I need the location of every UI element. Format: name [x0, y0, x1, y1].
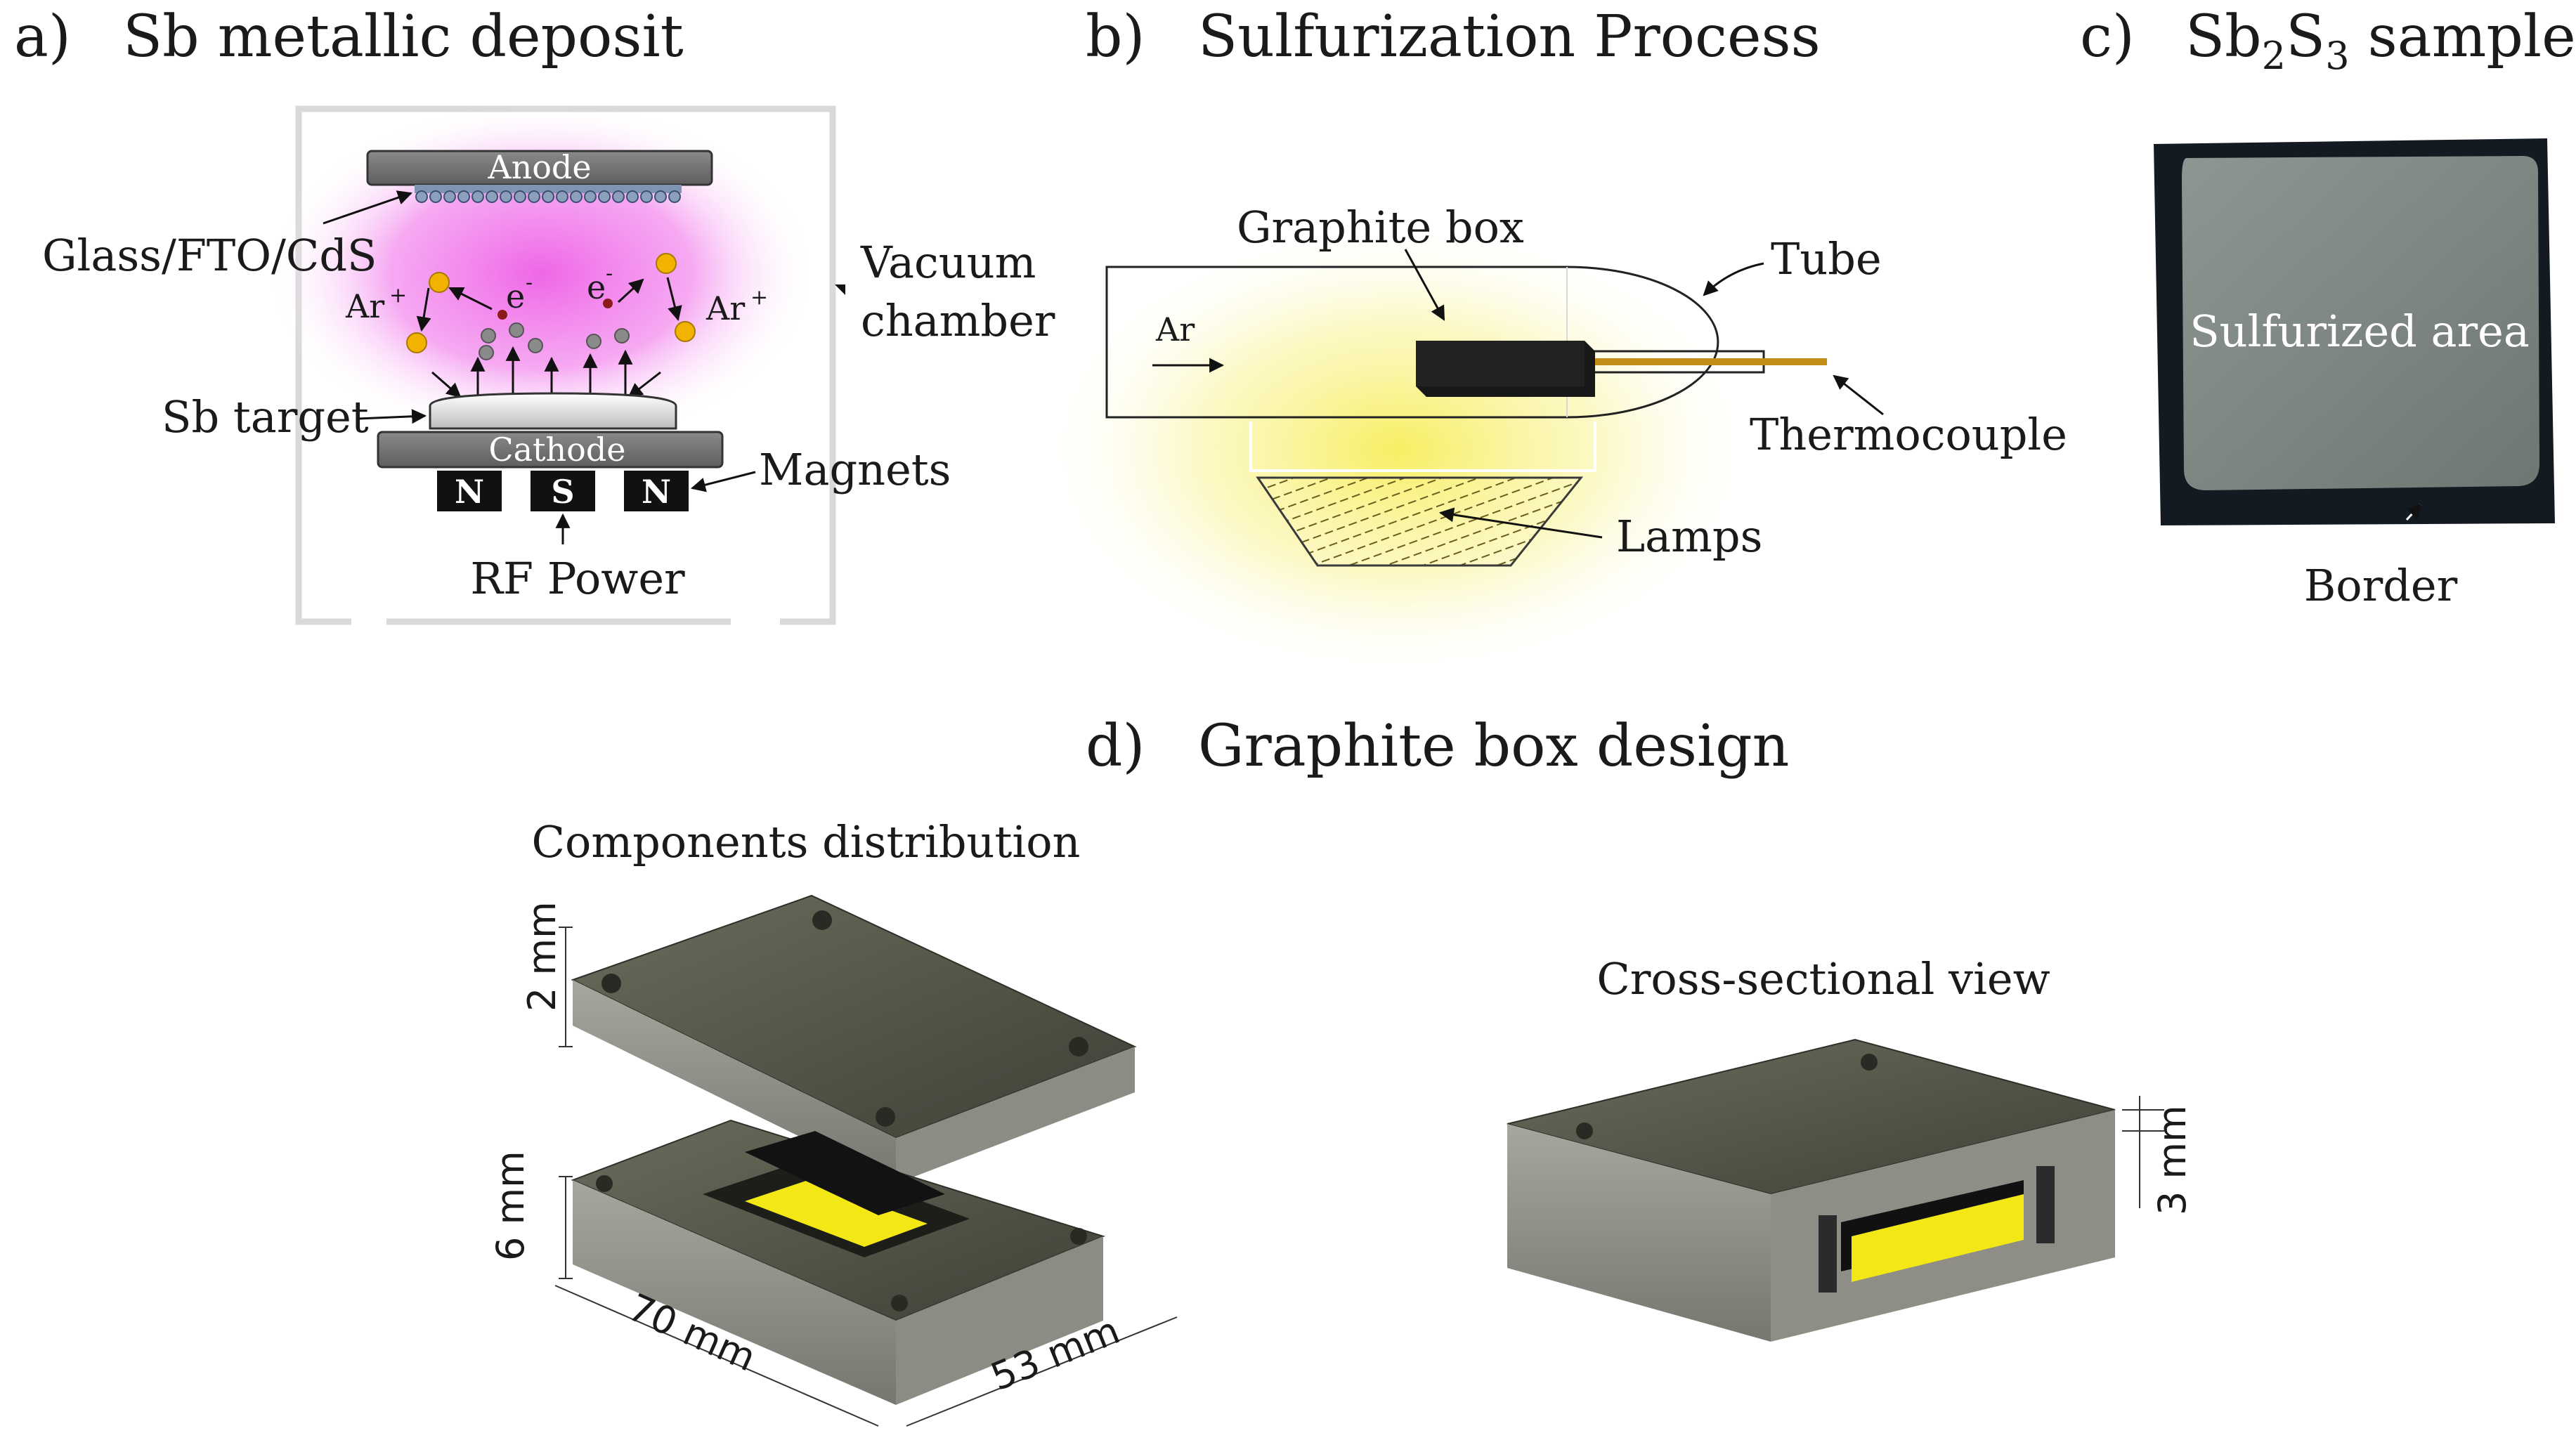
components-label: Components distribution: [532, 816, 1081, 868]
panel-a: a) Sb metallic deposit Anode Glass/FTO/C…: [14, 4, 1055, 625]
lamp-reflector-outline: [1249, 421, 1596, 472]
lamps-pointer: [1438, 507, 1603, 539]
graphite-lid: [571, 894, 1137, 1184]
substrate-dots: [415, 190, 681, 203]
rf-power-label: RF Power: [470, 553, 685, 604]
magnet-n-left: [437, 471, 502, 511]
sb-target-pointer: [358, 409, 427, 424]
ar-right-charge: +: [750, 285, 768, 310]
sb-target-label: Sb target: [162, 391, 369, 443]
panel-b: b) Sulfurization Process Graphite box Tu…: [1033, 4, 2067, 681]
vacuum-label-line2: chamber: [861, 295, 1055, 346]
cross-section-label: Cross-sectional view: [1596, 953, 2050, 1005]
graphite-box-label: Graphite box: [1237, 202, 1524, 253]
plasma-arrows: [416, 277, 682, 398]
magnets-pointer: [690, 471, 756, 492]
panel-a-letter: a): [14, 4, 71, 70]
substrate-strip: [415, 185, 682, 193]
lamp-glow: [1033, 218, 1764, 681]
thermocouple-pointer: [1833, 374, 1884, 416]
graphite-box-pointer: [1404, 249, 1445, 321]
substrate-pointer: [323, 190, 412, 225]
ar-left-label: Ar: [345, 287, 384, 325]
thermocouple-wire: [1532, 358, 1827, 365]
graphite-base: [571, 1119, 1105, 1405]
electron-right-charge: -: [606, 261, 613, 286]
cathode-label: Cathode: [488, 431, 625, 469]
ar-ion-left-top: [429, 272, 450, 293]
tube-pointer: [1703, 262, 1764, 296]
magnet-s-label: S: [551, 473, 574, 511]
substrate-label: Glass/FTO/CdS: [42, 230, 377, 281]
sulfurized-area-label: Sulfurized area: [2190, 306, 2530, 357]
lamps: [1256, 476, 1584, 567]
ar-ion-right-top: [656, 253, 677, 274]
sulfurized-area: [2182, 156, 2539, 490]
lamps-label: Lamps: [1616, 511, 1762, 562]
electron-left: [497, 310, 507, 320]
dimension-lines: [554, 927, 1178, 1427]
quartz-tube: [1105, 266, 1719, 419]
panel-a-title: Sb metallic deposit: [123, 4, 684, 70]
dim-cavity-label: 3 mm: [2150, 1105, 2194, 1215]
cross-section-box: [1507, 1038, 2116, 1342]
magnets-label: Magnets: [759, 444, 951, 495]
panel-d: d) Graphite box design Components distri…: [488, 713, 2194, 1427]
electron-left-charge: -: [526, 270, 533, 295]
ar-ion-right-bottom: [675, 321, 696, 342]
anode-label: Anode: [487, 148, 591, 186]
sb-target: [429, 392, 677, 430]
panel-d-title: Graphite box design: [1198, 713, 1789, 780]
tube-label: Tube: [1771, 233, 1882, 284]
electron-left-label: e: [506, 277, 525, 315]
magnet-n-right: [624, 471, 689, 511]
magnet-s: [531, 471, 595, 511]
border-label: Border: [2304, 560, 2458, 611]
ar-flow-label: Ar: [1155, 310, 1195, 348]
panel-b-title: Sulfurization Process: [1198, 4, 1821, 70]
graphite-box-top: [1416, 341, 1585, 386]
dim-lid-label: 2 mm: [520, 901, 564, 1012]
panel-c-title: Sb2S3 sample: [2185, 4, 2576, 78]
ar-left-charge: +: [389, 283, 407, 308]
electron-right-label: e: [587, 268, 606, 306]
vacuum-label-line1: Vacuum: [860, 237, 1036, 288]
ar-ion-left-bottom: [406, 332, 427, 353]
border-pointer: [2405, 503, 2422, 521]
panel-c: c) Sb2S3 sample Sulfurized area Border: [2080, 4, 2576, 611]
panel-d-letter: d): [1086, 713, 1145, 780]
cavity-dimension-lines: [2122, 1096, 2164, 1208]
electron-right: [603, 299, 613, 308]
panel-b-letter: b): [1086, 4, 1145, 70]
panel-c-letter: c): [2080, 4, 2135, 70]
thermocouple-label: Thermocouple: [1750, 409, 2067, 460]
ar-right-label: Ar: [705, 289, 745, 327]
dim-base-label: 6 mm: [488, 1151, 533, 1261]
magnet-n-left-label: N: [455, 473, 484, 511]
magnet-n-right-label: N: [642, 473, 671, 511]
cathode-plate: [377, 431, 724, 469]
vacuum-pointer: [835, 284, 845, 295]
sb-atoms: [479, 322, 630, 360]
